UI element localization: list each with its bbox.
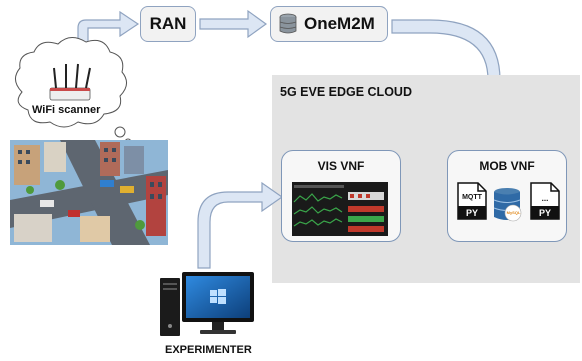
database-icon	[279, 13, 297, 34]
python-file-icon-other: ... PY	[530, 182, 560, 220]
vis-vnf-title: VIS VNF	[317, 159, 365, 173]
mysql-label: MySQL	[506, 210, 521, 215]
file-caption-other: ...	[541, 194, 549, 203]
onem2m-label: OneM2M	[304, 14, 375, 33]
wifi-scanner-label: WiFi scanner	[32, 104, 101, 116]
ran-label: RAN	[149, 14, 187, 33]
mob-vnf-title: MOB VNF	[479, 159, 535, 173]
arrow-wifi-to-ran	[77, 10, 140, 59]
file-caption-mqtt: MQTT	[462, 194, 482, 201]
arrow-ran-to-onem2m	[199, 9, 268, 39]
dashboard-screenshot	[292, 182, 388, 236]
cloud-title: 5G EVE EDGE CLOUD	[280, 85, 412, 99]
file-ext-mqtt: PY	[465, 208, 478, 218]
ran-node: RAN	[140, 6, 196, 42]
mob-vnf: MOB VNF MQTT PY MySQL ... PY	[447, 150, 567, 242]
file-ext-other: PY	[538, 208, 551, 218]
wifi-router-icon	[49, 63, 91, 101]
python-file-icon-mqtt: MQTT PY	[457, 182, 487, 220]
experimenter-label: EXPERIMENTER	[165, 344, 252, 356]
mysql-database-icon: MySQL	[492, 187, 522, 223]
vis-vnf: VIS VNF	[281, 150, 401, 242]
onem2m-node: OneM2M	[270, 6, 388, 42]
